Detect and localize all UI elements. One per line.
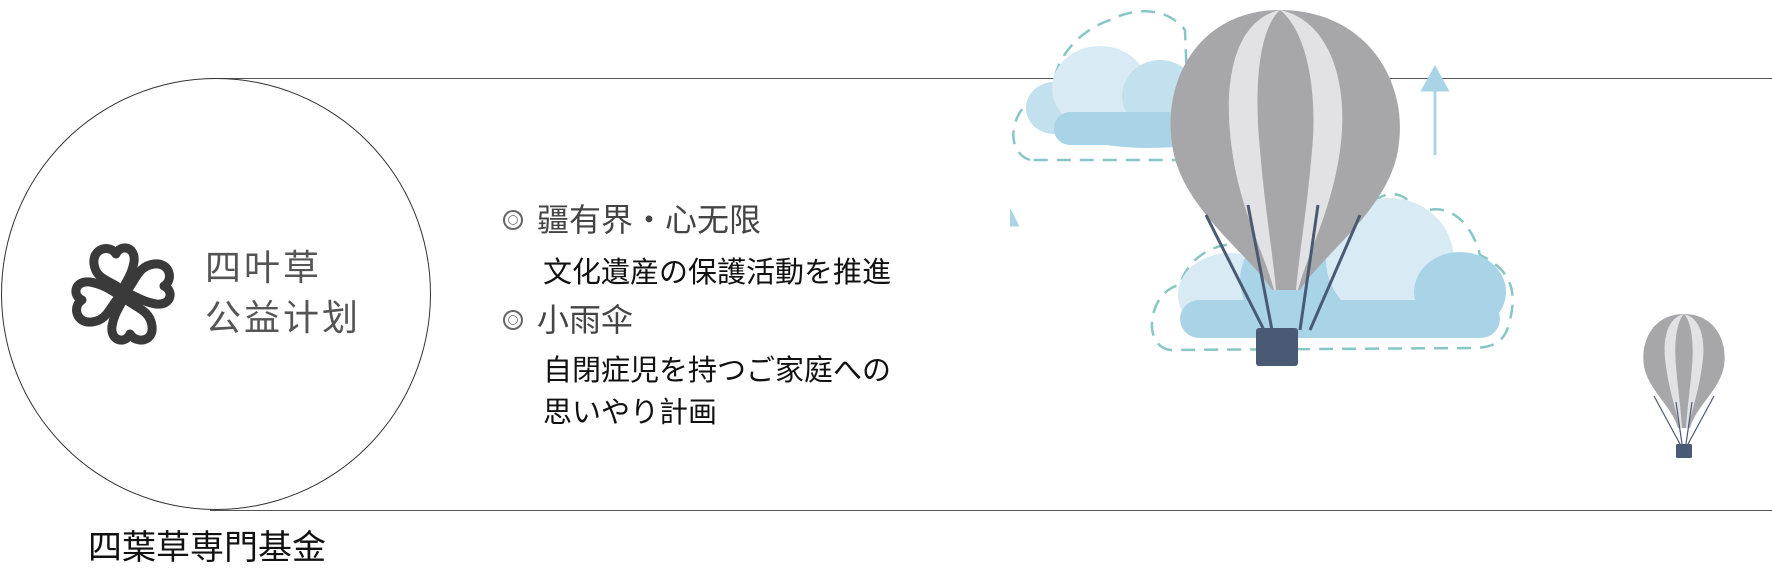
bottom-divider-line: [210, 510, 1772, 511]
logo-circle: [1, 78, 431, 510]
arrow-icon: [1010, 64, 1450, 227]
small-balloon-icon: [1643, 314, 1725, 458]
circle-bullet-icon: [503, 310, 523, 330]
hot-air-balloon-icon: [1170, 10, 1400, 366]
logo-text-line2: 公益计划: [205, 298, 362, 339]
list-item-1: 疆有界・心无限: [503, 200, 761, 240]
item-1-description: 文化遺産の保護活動を推進: [543, 255, 892, 289]
item-2-description-line2: 思いやり計画: [543, 395, 718, 429]
footer-title: 四葉草専門基金: [88, 528, 326, 568]
list-item-2: 小雨伞: [503, 300, 633, 340]
logo-text-line1: 四叶草: [205, 248, 323, 289]
item-2-description-line1: 自閉症児を持つご家庭への: [543, 353, 892, 387]
item-2-title: 小雨伞: [537, 301, 634, 339]
balloon-illustration: [1010, 10, 1514, 366]
item-1-title: 疆有界・心无限: [537, 201, 762, 239]
top-divider-line: [210, 78, 1772, 79]
circle-bullet-icon: [503, 210, 523, 230]
cloud-outline-dashed: [1012, 10, 1192, 162]
clover-icon: [71, 243, 175, 345]
